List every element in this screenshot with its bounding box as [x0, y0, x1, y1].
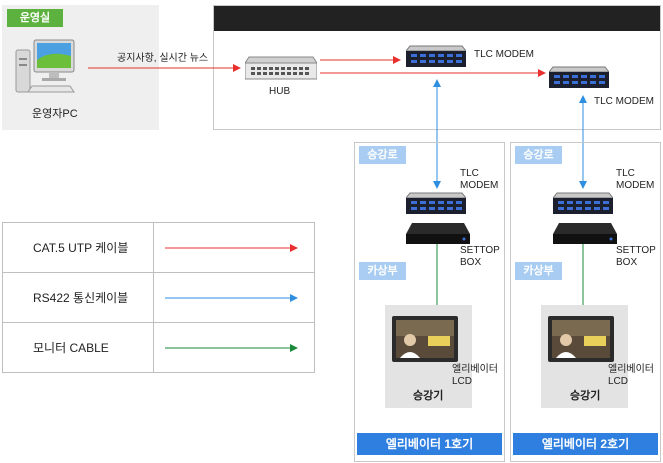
pc-icon: [15, 39, 75, 93]
elevator-1-footer: 엘리베이터 1호기: [357, 433, 502, 455]
elevator-2-modem-label: TLC MODEM: [616, 168, 655, 191]
tlc-modem-2-icon: [549, 66, 609, 88]
legend-swatch: [153, 222, 315, 273]
elevator-2-device-label: 승강기: [570, 390, 601, 402]
elevator-1-modem-icon: [406, 192, 466, 214]
elevator-2-modem-icon: [553, 192, 613, 214]
hub-label: HUB: [269, 86, 291, 97]
elevator-2-lcd-label: 엘리베이터 LCD: [608, 364, 654, 387]
red-arrow-icon: [165, 243, 298, 252]
legend-label: CAT.5 UTP 케이블: [2, 222, 154, 273]
legend-swatch: [153, 322, 315, 373]
blue-arrow-icon: [165, 293, 298, 302]
cable-legend: CAT.5 UTP 케이블 RS422 통신케이블 모니터 CABLE: [2, 222, 315, 373]
green-arrow-icon: [165, 343, 298, 352]
elevator-2-car-tag: 카상부: [515, 262, 562, 280]
elevator-1-lcd-icon: [392, 316, 458, 362]
elevator-2-settop-icon: [553, 223, 617, 244]
elevator-2-footer: 엘리베이터 2호기: [513, 433, 658, 455]
tlc-modem-2-label: TLC MODEM: [594, 96, 654, 107]
legend-label: RS422 통신케이블: [2, 272, 154, 323]
elevator-1-lcd-label: 엘리베이터 LCD: [452, 364, 498, 387]
legend-row: RS422 통신케이블: [2, 272, 315, 323]
elevator-1-modem-label: TLC MODEM: [460, 168, 499, 191]
tlc-modem-1-label: TLC MODEM: [474, 49, 534, 60]
elevator-1-settop-label: SETTOP BOX: [460, 245, 500, 268]
elevator-1-device-label: 승강기: [413, 390, 444, 402]
news-arrow-label: 공지사항, 실시간 뉴스: [117, 53, 209, 64]
elevator-2-lcd-icon: [548, 316, 614, 362]
elevator-1-shaft-tag: 승강로: [359, 146, 406, 164]
elevator-2-settop-label: SETTOP BOX: [616, 245, 656, 268]
elevator-2-shaft: [510, 142, 661, 462]
elevator-1-settop-icon: [406, 223, 470, 244]
hub-icon: [245, 56, 317, 80]
legend-swatch: [153, 272, 315, 323]
pc-label: 운영자PC: [32, 108, 78, 120]
elevator-1-shaft: [354, 142, 505, 462]
legend-label: 모니터 CABLE: [2, 322, 154, 373]
elevator-2-shaft-tag: 승강로: [515, 146, 562, 164]
legend-row: 모니터 CABLE: [2, 322, 315, 373]
server-room-header: [214, 6, 660, 31]
tlc-modem-1-icon: [406, 45, 466, 67]
elevator-1-car-tag: 카상부: [359, 262, 406, 280]
legend-row: CAT.5 UTP 케이블: [2, 222, 315, 273]
control-room-tag: 운영실: [7, 9, 63, 27]
